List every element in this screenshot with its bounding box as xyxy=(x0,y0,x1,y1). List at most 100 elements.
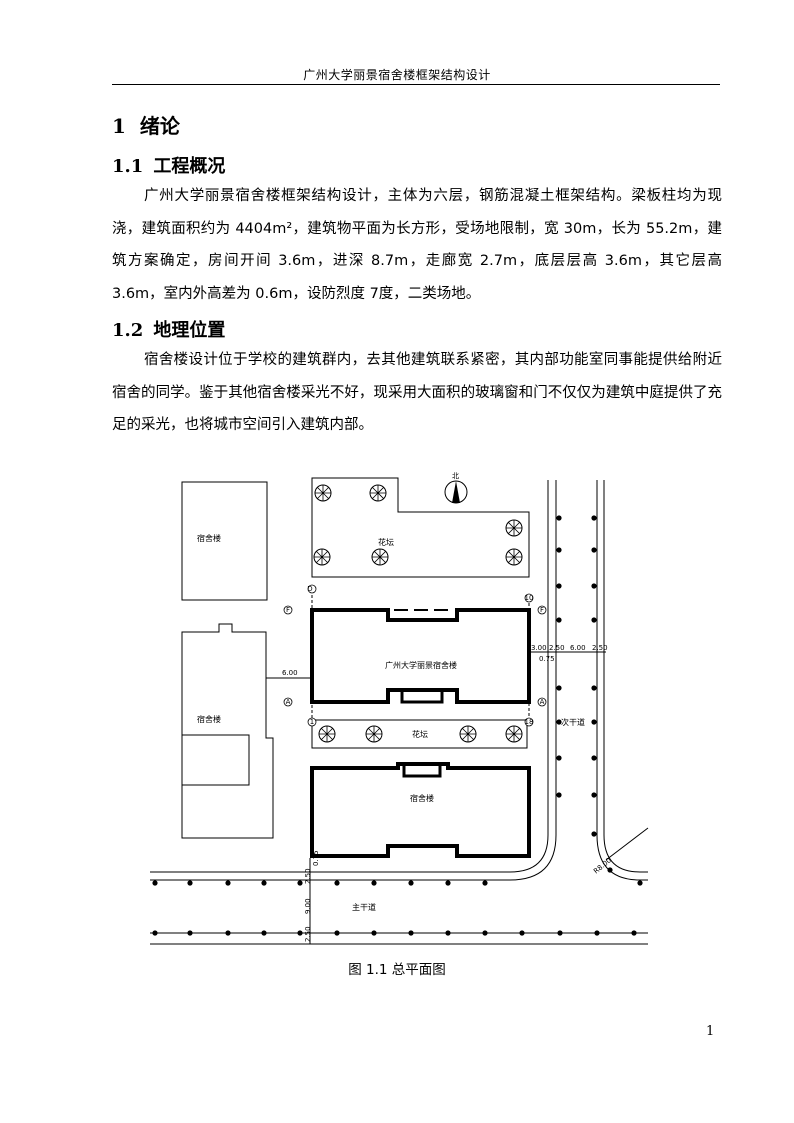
dorm-lower-entrance xyxy=(402,762,442,778)
roadside-tree-icon xyxy=(187,930,193,936)
roadside-tree-icon xyxy=(591,515,597,521)
roadside-tree-icon xyxy=(334,930,340,936)
axis-bubble-d xyxy=(307,584,317,594)
chapter-heading: 1 绪论 xyxy=(112,110,180,139)
dorm-left-bottom-outline xyxy=(181,623,274,839)
label-dim-east-4: 2.50 xyxy=(592,644,608,652)
roadside-tree-icon xyxy=(591,547,597,553)
page-number: 1 xyxy=(706,1024,715,1039)
roadside-tree-icon xyxy=(556,515,562,521)
road-line-2 xyxy=(150,480,557,881)
flower-bed-middle-outline xyxy=(311,719,528,749)
section-paragraph-1-2: 宿舍楼设计位于学校的建筑群内，去其他建筑联系紧密，其内部功能室同事能提供给附近宿… xyxy=(112,352,722,433)
roadside-tree-icon xyxy=(594,930,600,936)
label-dim-east-1: 3.00 xyxy=(531,644,547,652)
roadside-tree-icon xyxy=(297,930,303,936)
section-paragraph-1-1: 广州大学丽景宿舍楼框架结构设计，主体为六层，钢筋混凝土框架结构。梁板柱均为现浇，… xyxy=(112,188,722,302)
label-dorm-left-bottom: 宿舍楼 xyxy=(197,714,221,724)
label-axis-f-right: F xyxy=(540,606,544,614)
tree-pattern xyxy=(460,726,476,742)
roadside-tree-icon xyxy=(591,755,597,761)
label-dorm-left-top: 宿舍楼 xyxy=(197,533,221,543)
roadside-tree-icon xyxy=(591,792,597,798)
roadside-tree-icon xyxy=(445,930,451,936)
roadside-tree-icon xyxy=(607,867,613,873)
chapter-title: 绪论 xyxy=(139,114,180,138)
chapter-number: 1 xyxy=(112,114,126,138)
axis-bubble-18 xyxy=(524,717,534,727)
axis-bubble-10 xyxy=(524,593,534,603)
tree-pattern xyxy=(314,549,330,565)
roadside-tree-icon xyxy=(556,685,562,691)
label-dorm-lower: 宿舍楼 xyxy=(410,793,434,803)
roadside-tree-icon xyxy=(519,930,525,936)
tree-pattern xyxy=(506,520,522,536)
axis-bubble-a-right xyxy=(537,697,547,707)
label-dim-east-5: 0.75 xyxy=(539,655,555,663)
road-line-1 xyxy=(150,480,549,873)
roadside-tree-icon xyxy=(152,930,158,936)
roadside-tree-icon xyxy=(591,831,597,837)
roadside-tree-icon xyxy=(261,930,267,936)
section-number-1-1: 1.1 xyxy=(112,156,144,177)
label-dim-east-2: 2.50 xyxy=(549,644,565,652)
label-axis-d: D xyxy=(307,585,312,593)
roadside-tree-icon xyxy=(297,880,303,886)
header-rule xyxy=(112,84,720,85)
roadside-tree-icon xyxy=(408,880,414,886)
section-title-1-2: 地理位置 xyxy=(153,320,226,341)
roadside-tree-icon xyxy=(591,685,597,691)
label-dim-south-2: 9.00 xyxy=(304,898,312,914)
dorm-left-bottom-inner xyxy=(182,734,250,786)
label-axis-a-left: A xyxy=(286,698,291,706)
label-secondary-road: 次干道 xyxy=(561,717,585,727)
roadside-tree-icon xyxy=(482,880,488,886)
label-dim-south-1: 2.50 xyxy=(304,868,312,884)
axis-bubble-a-left xyxy=(283,697,293,707)
label-dim-south-3: 2.50 xyxy=(304,926,312,942)
roadside-tree-icon xyxy=(556,792,562,798)
main-building-outline xyxy=(310,608,531,704)
label-flower-bed-top: 花坛 xyxy=(378,537,394,547)
roadside-tree-icon xyxy=(187,880,193,886)
roadside-tree-icon xyxy=(225,880,231,886)
tree-pattern xyxy=(370,485,386,501)
section-number-1-2: 1.2 xyxy=(112,320,144,341)
road-line-4 xyxy=(603,480,648,873)
axis-bubble-f-left xyxy=(283,605,293,615)
roadside-tree-icon xyxy=(482,930,488,936)
roadside-tree-icon xyxy=(261,880,267,886)
flower-bed-top-outline xyxy=(311,477,530,578)
label-dim-west: 6.00 xyxy=(282,669,298,677)
label-axis-1: 1 xyxy=(310,718,314,726)
site-plan-figure: 宿舍楼 宿舍楼 花坛 花坛 广州大学丽景宿舍楼 宿舍楼 次干道 主干道 北 D … xyxy=(140,466,660,952)
label-main-building: 广州大学丽景宿舍楼 xyxy=(385,660,457,670)
roadside-tree-icon xyxy=(637,880,643,886)
roadside-tree-icon xyxy=(371,930,377,936)
roadside-tree-icon xyxy=(631,930,637,936)
label-axis-10: 10 xyxy=(525,594,534,602)
section-title-1-1: 工程概况 xyxy=(153,156,226,177)
tree-pattern xyxy=(372,549,388,565)
label-axis-a-right: A xyxy=(540,698,545,706)
tree-pattern xyxy=(506,549,522,565)
label-dim-corner: R8.00 xyxy=(592,856,613,875)
roadside-tree-icon xyxy=(152,880,158,886)
label-dim-east-3: 6.00 xyxy=(570,644,586,652)
axis-bubble-f-right xyxy=(537,605,547,615)
dorm-lower-outline xyxy=(310,762,531,858)
figure-caption: 图 1.1 总平面图 xyxy=(348,962,446,978)
roadside-tree-icon xyxy=(371,880,377,886)
label-axis-f-left: F xyxy=(286,606,290,614)
road-line-3 xyxy=(596,480,648,881)
road-line-5 xyxy=(605,827,649,861)
label-dim-south-4: 0.75 xyxy=(312,850,320,866)
dorm-left-top-outline xyxy=(181,481,268,601)
tree-pattern xyxy=(366,726,382,742)
running-header: 广州大学丽景宿舍楼框架结构设计 xyxy=(303,68,491,82)
roadside-tree-icon xyxy=(591,583,597,589)
section-heading-1-2: 1.2 地理位置 xyxy=(112,316,225,342)
site-plan-drawing: 宿舍楼 宿舍楼 花坛 花坛 广州大学丽景宿舍楼 宿舍楼 次干道 主干道 北 D … xyxy=(150,472,649,945)
roadside-tree-icon xyxy=(556,617,562,623)
roadside-tree-icon xyxy=(591,617,597,623)
